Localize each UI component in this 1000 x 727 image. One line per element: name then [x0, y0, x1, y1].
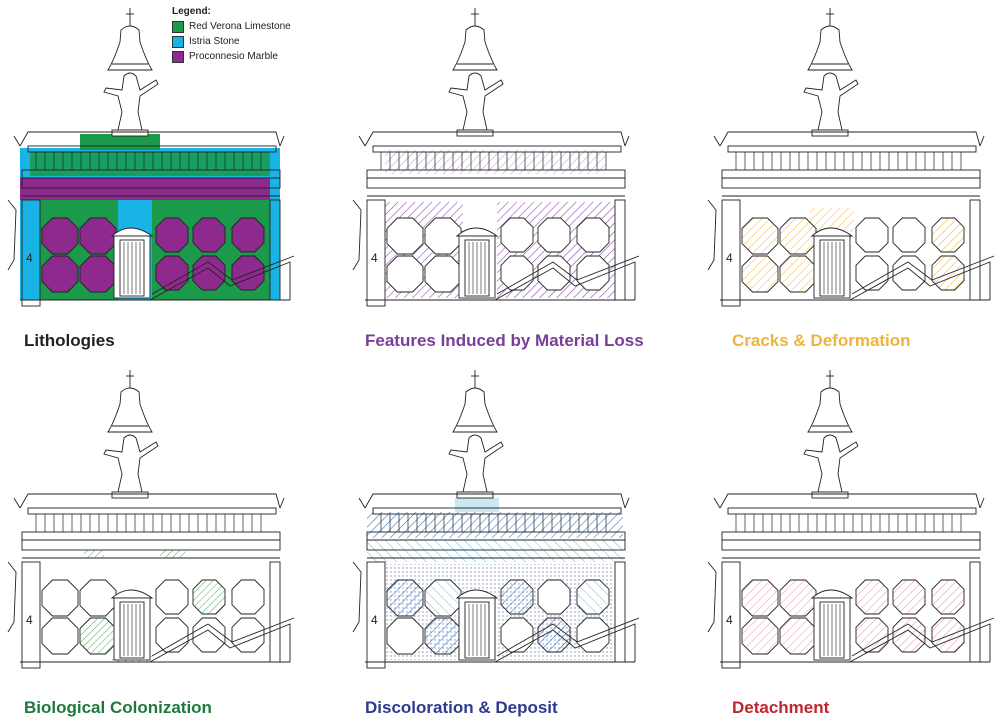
legend: Legend: Red Verona Limestone Istria Ston…: [172, 6, 291, 64]
facade-drawing: 4: [7, 8, 295, 307]
legend-item: Proconnesio Marble: [172, 49, 291, 64]
caption-cracks: Cracks & Deformation: [732, 331, 911, 350]
legend-label: Red Verona Limestone: [189, 21, 291, 32]
svg-text:4: 4: [26, 251, 33, 265]
caption-lithologies: Lithologies: [24, 331, 115, 350]
legend-label: Istria Stone: [189, 36, 240, 47]
svg-text:4: 4: [371, 613, 378, 627]
panel-biological: 4 Biological Colonization: [0, 362, 300, 717]
legend-item: Red Verona Limestone: [172, 19, 291, 34]
facade-drawing: 4: [7, 370, 295, 669]
panel-detachment: 4 Detachment: [700, 362, 1000, 717]
caption-discoloration: Discoloration & Deposit: [365, 698, 558, 717]
legend-swatch-red-verona: [172, 20, 184, 33]
facade-drawing: 4: [707, 8, 995, 307]
legend-swatch-proconnesio: [172, 50, 184, 63]
svg-text:4: 4: [371, 251, 378, 265]
facade-drawing: 4: [352, 370, 640, 669]
legend-swatch-istria: [172, 35, 184, 48]
facade-drawing: 4: [707, 370, 995, 669]
legend-item: Istria Stone: [172, 34, 291, 49]
legend-label: Proconnesio Marble: [189, 51, 278, 62]
panel-material-loss: 4 Features Induced by Material Loss: [345, 0, 645, 350]
svg-text:4: 4: [726, 251, 733, 265]
caption-detachment: Detachment: [732, 698, 830, 717]
panel-lithologies: 4 Legend: Red Verona Limestone Istria St…: [0, 0, 300, 350]
caption-material-loss: Features Induced by Material Loss: [365, 331, 644, 350]
panel-cracks: 4 Cracks & Deformation: [700, 0, 1000, 350]
svg-text:4: 4: [726, 613, 733, 627]
facade-drawing: 4: [352, 8, 640, 307]
panel-discoloration: 4 Discoloration & Deposit: [345, 362, 645, 717]
caption-biological: Biological Colonization: [24, 698, 212, 717]
legend-title: Legend:: [172, 6, 211, 17]
svg-text:4: 4: [26, 613, 33, 627]
